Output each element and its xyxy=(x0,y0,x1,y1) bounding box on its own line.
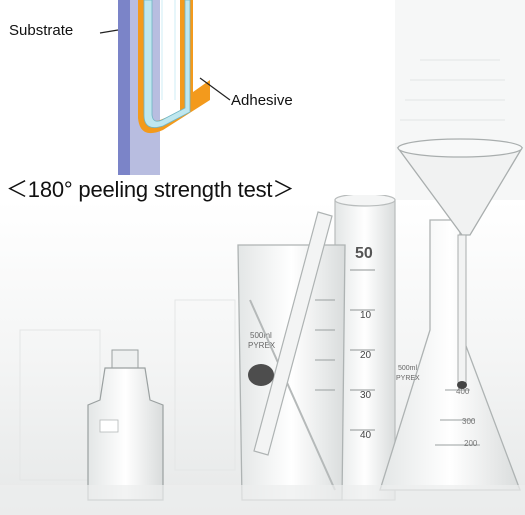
table-reflection xyxy=(0,485,525,515)
cylinder-scale-20: 20 xyxy=(360,350,372,361)
flask-label-volume: 500ml xyxy=(398,365,418,372)
adhesive-layer xyxy=(138,0,210,134)
funnel xyxy=(396,138,524,389)
diagram-caption: ＜180° peeling strength test＞ xyxy=(6,177,295,202)
faded-text-lines xyxy=(400,59,505,121)
beaker-label-brand: PYREX xyxy=(248,341,276,350)
flask-label-brand: PYREX xyxy=(396,375,420,382)
substrate-leader-line xyxy=(99,29,119,34)
test-tube xyxy=(248,211,333,456)
flask-scale-200: 200 xyxy=(464,439,478,448)
cylinder-scale-40: 40 xyxy=(360,430,372,441)
film-layer xyxy=(143,0,191,128)
cylinder-scale-30: 30 xyxy=(360,390,372,401)
adhesive-leader-line xyxy=(199,77,231,101)
flask-scale-400: 400 xyxy=(456,387,470,396)
adhesive-label: Adhesive xyxy=(231,92,293,109)
test-tube-rod xyxy=(249,299,336,491)
beaker-label-volume: 500ml xyxy=(250,331,272,340)
cylinder-scale-10: 10 xyxy=(360,310,372,321)
flask-scale-300: 300 xyxy=(462,417,476,426)
label-leaders xyxy=(99,29,231,101)
substrate-label: Substrate xyxy=(9,22,74,39)
cylinder-mark: 50 xyxy=(355,245,373,262)
